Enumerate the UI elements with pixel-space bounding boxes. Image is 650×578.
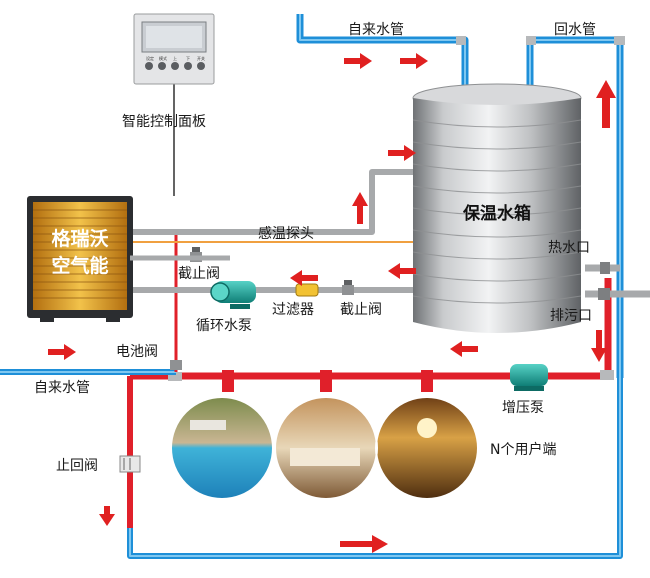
arrow-right-icon bbox=[340, 535, 388, 553]
arrow-right-icon bbox=[388, 145, 416, 161]
circulation-pump bbox=[210, 281, 256, 309]
panel-button-label: 开关 bbox=[197, 55, 205, 61]
user-photo-pool bbox=[171, 397, 273, 499]
drain-outlet-label: 排污口 bbox=[550, 308, 592, 324]
unit-brand-line2: 空气能 bbox=[51, 254, 108, 277]
panel-button-label: 模式 bbox=[159, 55, 167, 61]
tap-water-left-pipe bbox=[0, 232, 178, 375]
bottom-return-loop bbox=[127, 378, 623, 559]
arrow-down-icon bbox=[591, 330, 607, 362]
solenoid-valve-label: 电池阀 bbox=[116, 344, 158, 360]
arrow-right-icon bbox=[48, 344, 76, 360]
panel-button-icon bbox=[184, 62, 192, 70]
users-label: N个用户端 bbox=[490, 441, 556, 458]
arrow-up-icon bbox=[352, 192, 368, 224]
user-drops bbox=[222, 370, 433, 392]
return-pipe bbox=[526, 36, 625, 378]
panel-button-icon bbox=[145, 62, 153, 70]
booster-pump bbox=[510, 364, 548, 391]
heat-pump-unit: 格瑞沃 空气能 bbox=[27, 196, 133, 322]
arrow-right-icon bbox=[344, 53, 372, 69]
user-photo-hall bbox=[376, 397, 478, 499]
hot-water-outlet-label: 热水口 bbox=[548, 240, 590, 256]
stop-valve-1-label: 截止阀 bbox=[178, 266, 220, 282]
circulation-pump-label: 循环水泵 bbox=[196, 318, 252, 334]
arrow-up-icon bbox=[596, 80, 616, 128]
booster-pump-label: 增压泵 bbox=[502, 400, 544, 416]
return-pipe-label: 回水管 bbox=[554, 22, 596, 38]
check-valve bbox=[119, 455, 141, 473]
panel-button-icon bbox=[197, 62, 205, 70]
panel-button-label: 上 bbox=[173, 55, 177, 61]
panel-buttons: 设定 模式 上 下 开关 bbox=[145, 55, 205, 70]
solenoid-valve bbox=[170, 360, 182, 370]
arrow-left-icon bbox=[450, 341, 478, 357]
panel-button-label: 下 bbox=[186, 56, 190, 61]
unit-coil bbox=[33, 202, 127, 310]
stop-valve-2-label: 截止阀 bbox=[340, 302, 382, 318]
panel-button-icon bbox=[158, 62, 166, 70]
arrow-left-icon bbox=[290, 270, 318, 286]
insulated-water-tank: 保温水箱 bbox=[412, 83, 582, 333]
arrow-left-icon bbox=[388, 263, 416, 279]
tank-outlets bbox=[585, 262, 650, 342]
panel-button-icon bbox=[171, 62, 179, 70]
flow-arrows bbox=[48, 53, 616, 553]
user-photo-bedroom bbox=[275, 397, 377, 499]
panel-button-label: 设定 bbox=[146, 55, 154, 61]
temp-probe-label: 感温探头 bbox=[258, 225, 314, 242]
filter-label: 过滤器 bbox=[272, 302, 314, 318]
tap-water-inlet-pipe bbox=[296, 14, 469, 98]
smart-control-panel: 设定 模式 上 下 开关 bbox=[133, 13, 215, 85]
control-panel-label: 智能控制面板 bbox=[122, 114, 206, 130]
check-valve-label: 止回阀 bbox=[56, 458, 98, 474]
tap-water-top-label: 自来水管 bbox=[348, 22, 404, 38]
tank-label: 保温水箱 bbox=[462, 203, 531, 224]
unit-brand-line1: 格瑞沃 bbox=[51, 227, 108, 250]
stop-valve-2 bbox=[342, 280, 354, 295]
filter bbox=[295, 283, 319, 297]
arrow-right-icon bbox=[400, 53, 428, 69]
tap-water-left-label: 自来水管 bbox=[34, 380, 90, 396]
arrow-down-icon bbox=[99, 506, 115, 526]
